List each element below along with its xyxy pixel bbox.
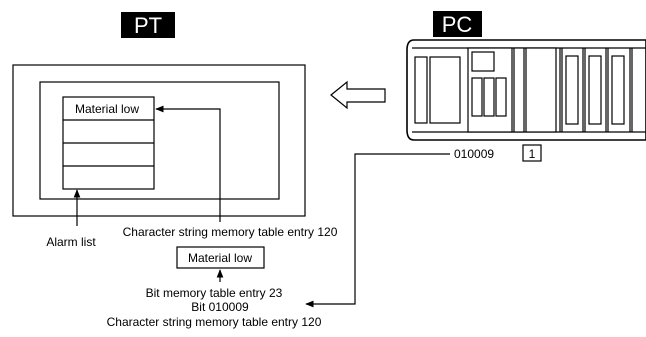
pt-inner-frame (39, 81, 280, 200)
pc-label-text: PC (442, 12, 473, 37)
pt-outer-frame (12, 64, 306, 217)
alarm-list-label: Alarm list (46, 235, 96, 249)
alarm-list-box: Material low (62, 96, 155, 190)
pt-label-text: PT (134, 13, 162, 38)
bit-address-label: Bit 010009 (191, 300, 249, 314)
char-string-entry-label-2: Character string memory table entry 120 (107, 315, 322, 329)
material-low-box-text: Material low (188, 251, 252, 265)
char-string-arrow (155, 105, 221, 222)
bit-value-box (522, 144, 542, 162)
bit-signal-line (305, 153, 450, 308)
char-string-entry-label: Character string memory table entry 120 (123, 225, 338, 239)
pc-label: PC (433, 11, 482, 37)
bit-number-label: 010009 (454, 147, 494, 161)
alarm-list-item: Material low (75, 102, 139, 116)
plc-unit-icon (406, 39, 646, 141)
pt-label: PT (121, 12, 175, 38)
bit-memory-entry-label: Bit memory table entry 23 (146, 286, 283, 300)
material-low-box (176, 246, 265, 269)
bit-value: 1 (529, 147, 536, 161)
left-arrow-icon (330, 80, 386, 110)
